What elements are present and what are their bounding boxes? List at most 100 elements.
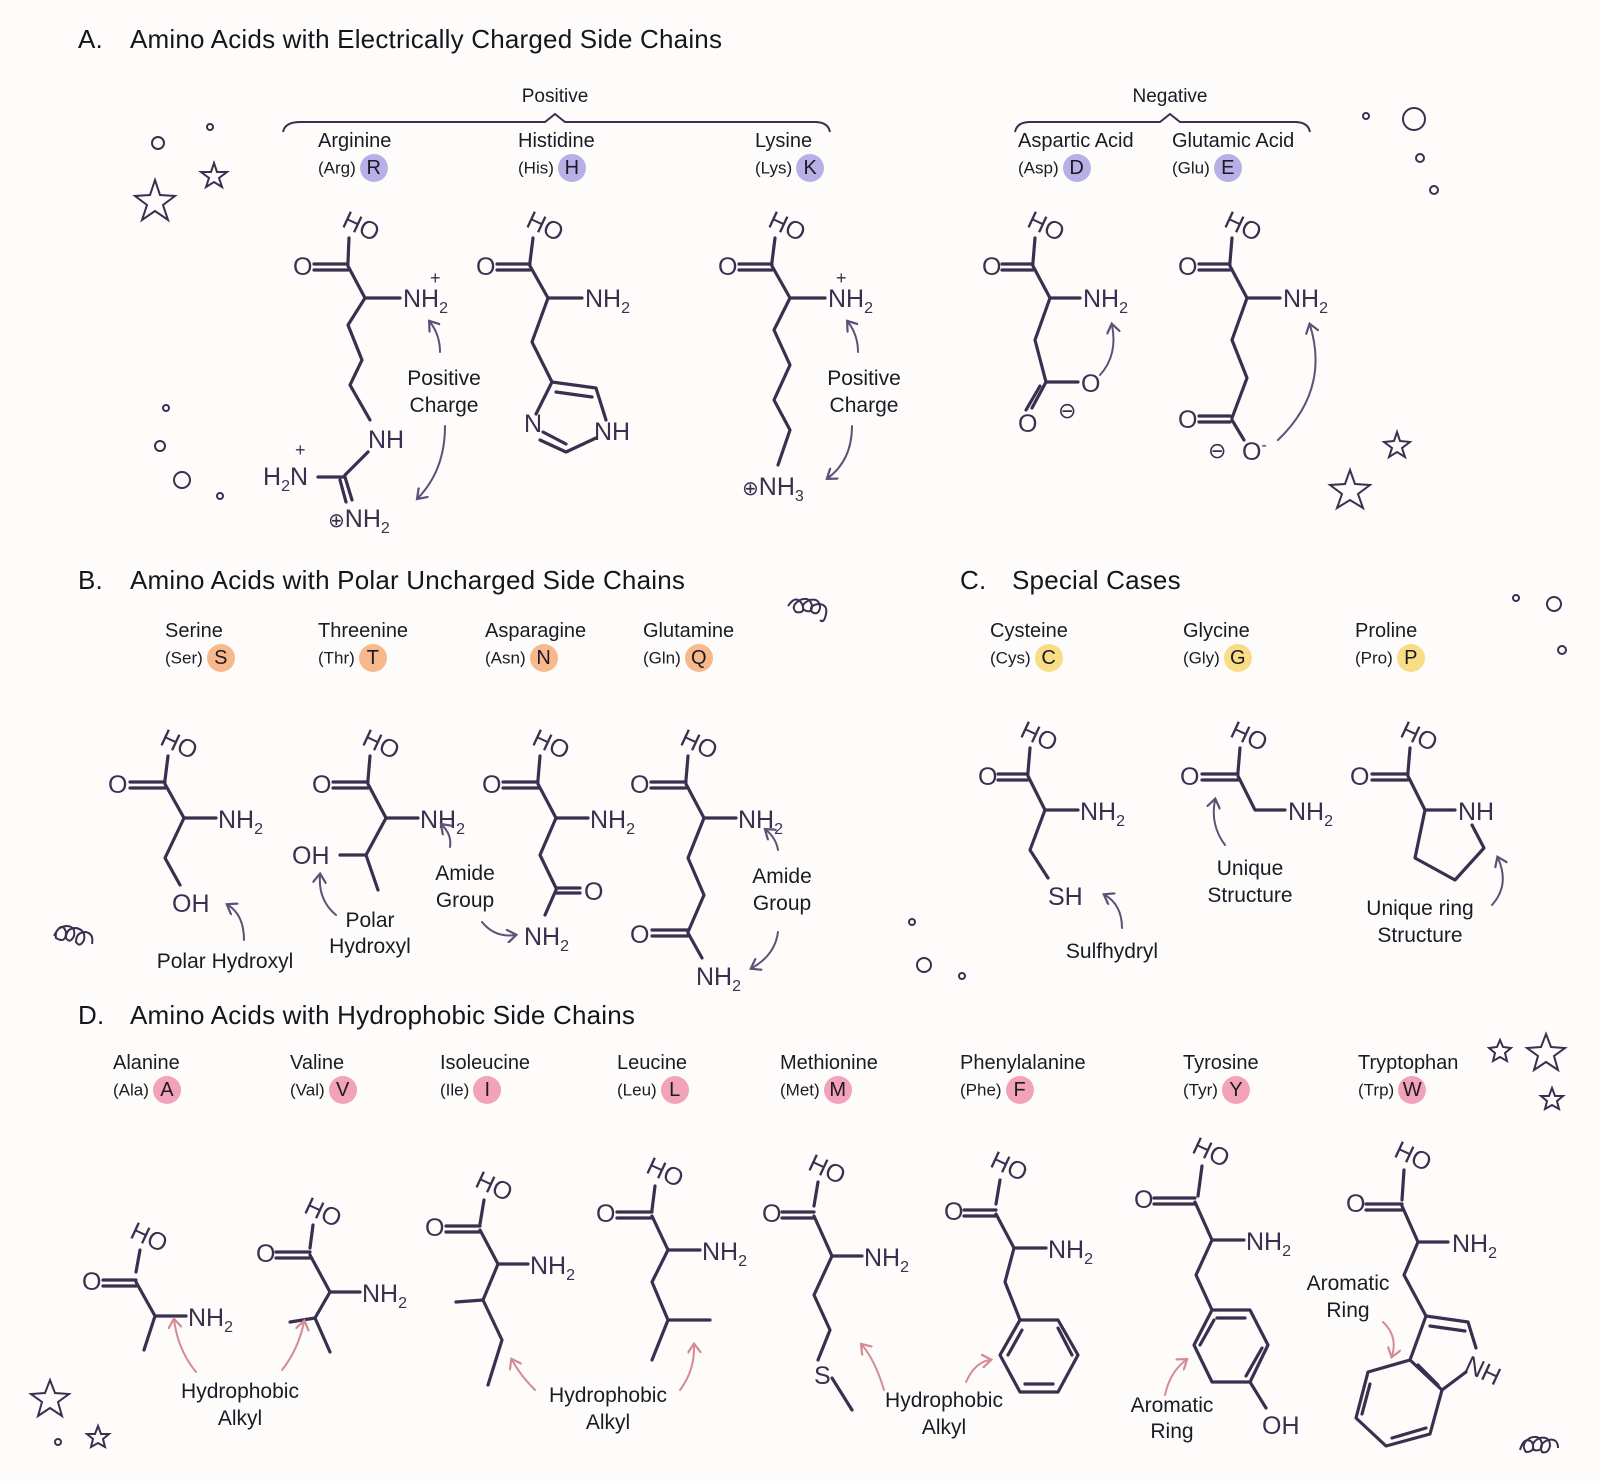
- svg-text:Amide: Amide: [435, 862, 495, 885]
- acid-name: Cysteine: [990, 620, 1068, 642]
- star-decoration-icon: [84, 1423, 112, 1450]
- circle-decoration-icon: [54, 1438, 62, 1446]
- amino-acid-label-methionine: Methionine (Met)M: [780, 1050, 878, 1104]
- svg-text:Amide: Amide: [752, 865, 812, 888]
- svg-text:HO: HO: [522, 206, 568, 247]
- svg-text:OH: OH: [292, 842, 330, 870]
- acid-abbr: (Gly): [1183, 648, 1220, 668]
- svg-text:O: O: [108, 771, 127, 799]
- svg-text:OH: OH: [1262, 1412, 1300, 1440]
- letter-badge: M: [823, 1076, 852, 1104]
- svg-text:HO: HO: [1016, 716, 1062, 757]
- acid-name: Tyrosine: [1183, 1052, 1259, 1074]
- svg-text:NH2: NH2: [1246, 1228, 1291, 1260]
- acid-abbr: (Tyr): [1183, 1080, 1218, 1100]
- svg-text:HO: HO: [986, 1146, 1032, 1187]
- svg-text:NH2: NH2: [524, 923, 569, 955]
- letter-badge: F: [1005, 1076, 1034, 1104]
- letter-badge: T: [358, 644, 387, 672]
- glutamine-structure: HO O NH2 O NH2 Amide Group: [630, 724, 812, 995]
- svg-text:NH2: NH2: [1083, 285, 1128, 317]
- positive-charge-label: Charge: [410, 394, 479, 417]
- acid-abbr: (Thr): [318, 648, 355, 668]
- amino-acid-label-aspartic-acid: Aspartic Acid(Asp)D: [1018, 128, 1134, 182]
- amino-acid-label-glycine: Glycine(Gly)G: [1183, 618, 1252, 672]
- svg-text:HO: HO: [764, 206, 810, 247]
- svg-text:O: O: [630, 771, 649, 799]
- svg-text:+: +: [836, 268, 847, 288]
- letter-badge: D: [1062, 154, 1091, 182]
- acid-abbr: (Asn): [485, 648, 526, 668]
- svg-text:NH2: NH2: [1080, 798, 1125, 830]
- acid-abbr: (Cys): [990, 648, 1031, 668]
- letter-badge: H: [557, 154, 586, 182]
- letter-badge: Y: [1221, 1076, 1250, 1104]
- section-letter: D.: [78, 1000, 105, 1030]
- svg-text:O: O: [982, 253, 1001, 281]
- acid-name: Glutamine: [643, 620, 735, 642]
- svg-text:Unique ring: Unique ring: [1366, 897, 1473, 920]
- svg-text:Structure: Structure: [1377, 924, 1462, 947]
- proline-structure: HO O NH Unique ring Structure: [1350, 716, 1503, 947]
- svg-text:Group: Group: [436, 889, 494, 912]
- svg-text:HO: HO: [1023, 206, 1069, 247]
- atom-nh2: NH2: [403, 285, 448, 317]
- svg-text:HO: HO: [156, 724, 202, 765]
- svg-text:Hydroxyl: Hydroxyl: [329, 935, 411, 958]
- circle-decoration-icon: [1362, 112, 1370, 120]
- atom-nh2-plus: ⊕NH2: [328, 505, 390, 537]
- svg-text:Alkyl: Alkyl: [586, 1411, 630, 1434]
- svg-text:O: O: [762, 1200, 781, 1228]
- svg-text:NH2: NH2: [530, 1252, 575, 1284]
- section-title-text: Amino Acids with Hydrophobic Side Chains: [130, 1000, 636, 1030]
- letter-badge: K: [796, 154, 825, 182]
- svg-text:NH2: NH2: [864, 1244, 909, 1276]
- star-decoration-icon: [198, 159, 230, 190]
- svg-text:Charge: Charge: [830, 394, 899, 417]
- acid-name: Arginine: [318, 130, 392, 152]
- amino-acid-label-isoleucine: Isoleucine(Ile)I: [440, 1050, 530, 1104]
- svg-text:O: O: [482, 771, 501, 799]
- svg-text:NH2: NH2: [188, 1304, 233, 1336]
- svg-text:O: O: [584, 878, 603, 906]
- threonine-structure: HO O NH2 OH Polar Hydroxyl: [292, 724, 465, 958]
- svg-text:NH: NH: [1458, 798, 1494, 826]
- acid-name: Methionine: [780, 1052, 878, 1074]
- svg-text:NH2: NH2: [590, 806, 635, 838]
- negative-group-label: Negative: [1132, 86, 1208, 107]
- svg-text:HO: HO: [804, 1149, 850, 1190]
- svg-text:HO: HO: [1188, 1132, 1234, 1173]
- svg-text:Hydrophobic: Hydrophobic: [549, 1384, 667, 1407]
- svg-text:OH: OH: [172, 890, 210, 918]
- acid-abbr: (Met): [780, 1080, 820, 1100]
- circle-decoration-icon: [151, 136, 165, 150]
- acid-name: Histidine: [518, 130, 595, 152]
- svg-text:O: O: [1350, 763, 1369, 791]
- leucine-structure: HO O NH2 Hydrophobic Alkyl: [512, 1152, 747, 1434]
- section-title-text: Amino Acids with Polar Uncharged Side Ch…: [130, 565, 686, 595]
- svg-text:O: O: [944, 1198, 963, 1226]
- svg-text:O: O: [1178, 253, 1197, 281]
- acid-name: Serine: [165, 620, 223, 642]
- tryptophan-structure: HO O NH2 NH Aromatic Ring: [1307, 1136, 1505, 1448]
- svg-text:O: O: [82, 1268, 101, 1296]
- hydrophobic-alkyl-label: Hydrophobic: [181, 1380, 299, 1403]
- acid-abbr: (Lys): [755, 158, 793, 178]
- spiral-decoration-icon: [787, 597, 828, 623]
- section-letter: C.: [960, 565, 987, 595]
- svg-text:NH2: NH2: [1288, 798, 1333, 830]
- star-decoration-icon: [1327, 467, 1373, 511]
- acid-name: Asparagine: [485, 620, 587, 642]
- phenylalanine-structure: HO O NH2 Hydrophobic Alkyl: [862, 1146, 1093, 1439]
- circle-decoration-icon: [1415, 153, 1425, 163]
- atom-o: O: [293, 253, 312, 281]
- svg-text:Aromatic: Aromatic: [1307, 1272, 1390, 1295]
- acid-abbr: (Asp): [1018, 158, 1059, 178]
- svg-text:Hydrophobic: Hydrophobic: [885, 1389, 1003, 1412]
- svg-text:HO: HO: [358, 724, 404, 765]
- amino-acid-label-glutamine: Glutamine(Gln)Q: [643, 618, 734, 672]
- acid-name: Proline: [1355, 620, 1418, 642]
- svg-text:Ring: Ring: [1150, 1420, 1193, 1443]
- negative-brace: [1014, 112, 1311, 133]
- svg-text:HO: HO: [676, 724, 722, 765]
